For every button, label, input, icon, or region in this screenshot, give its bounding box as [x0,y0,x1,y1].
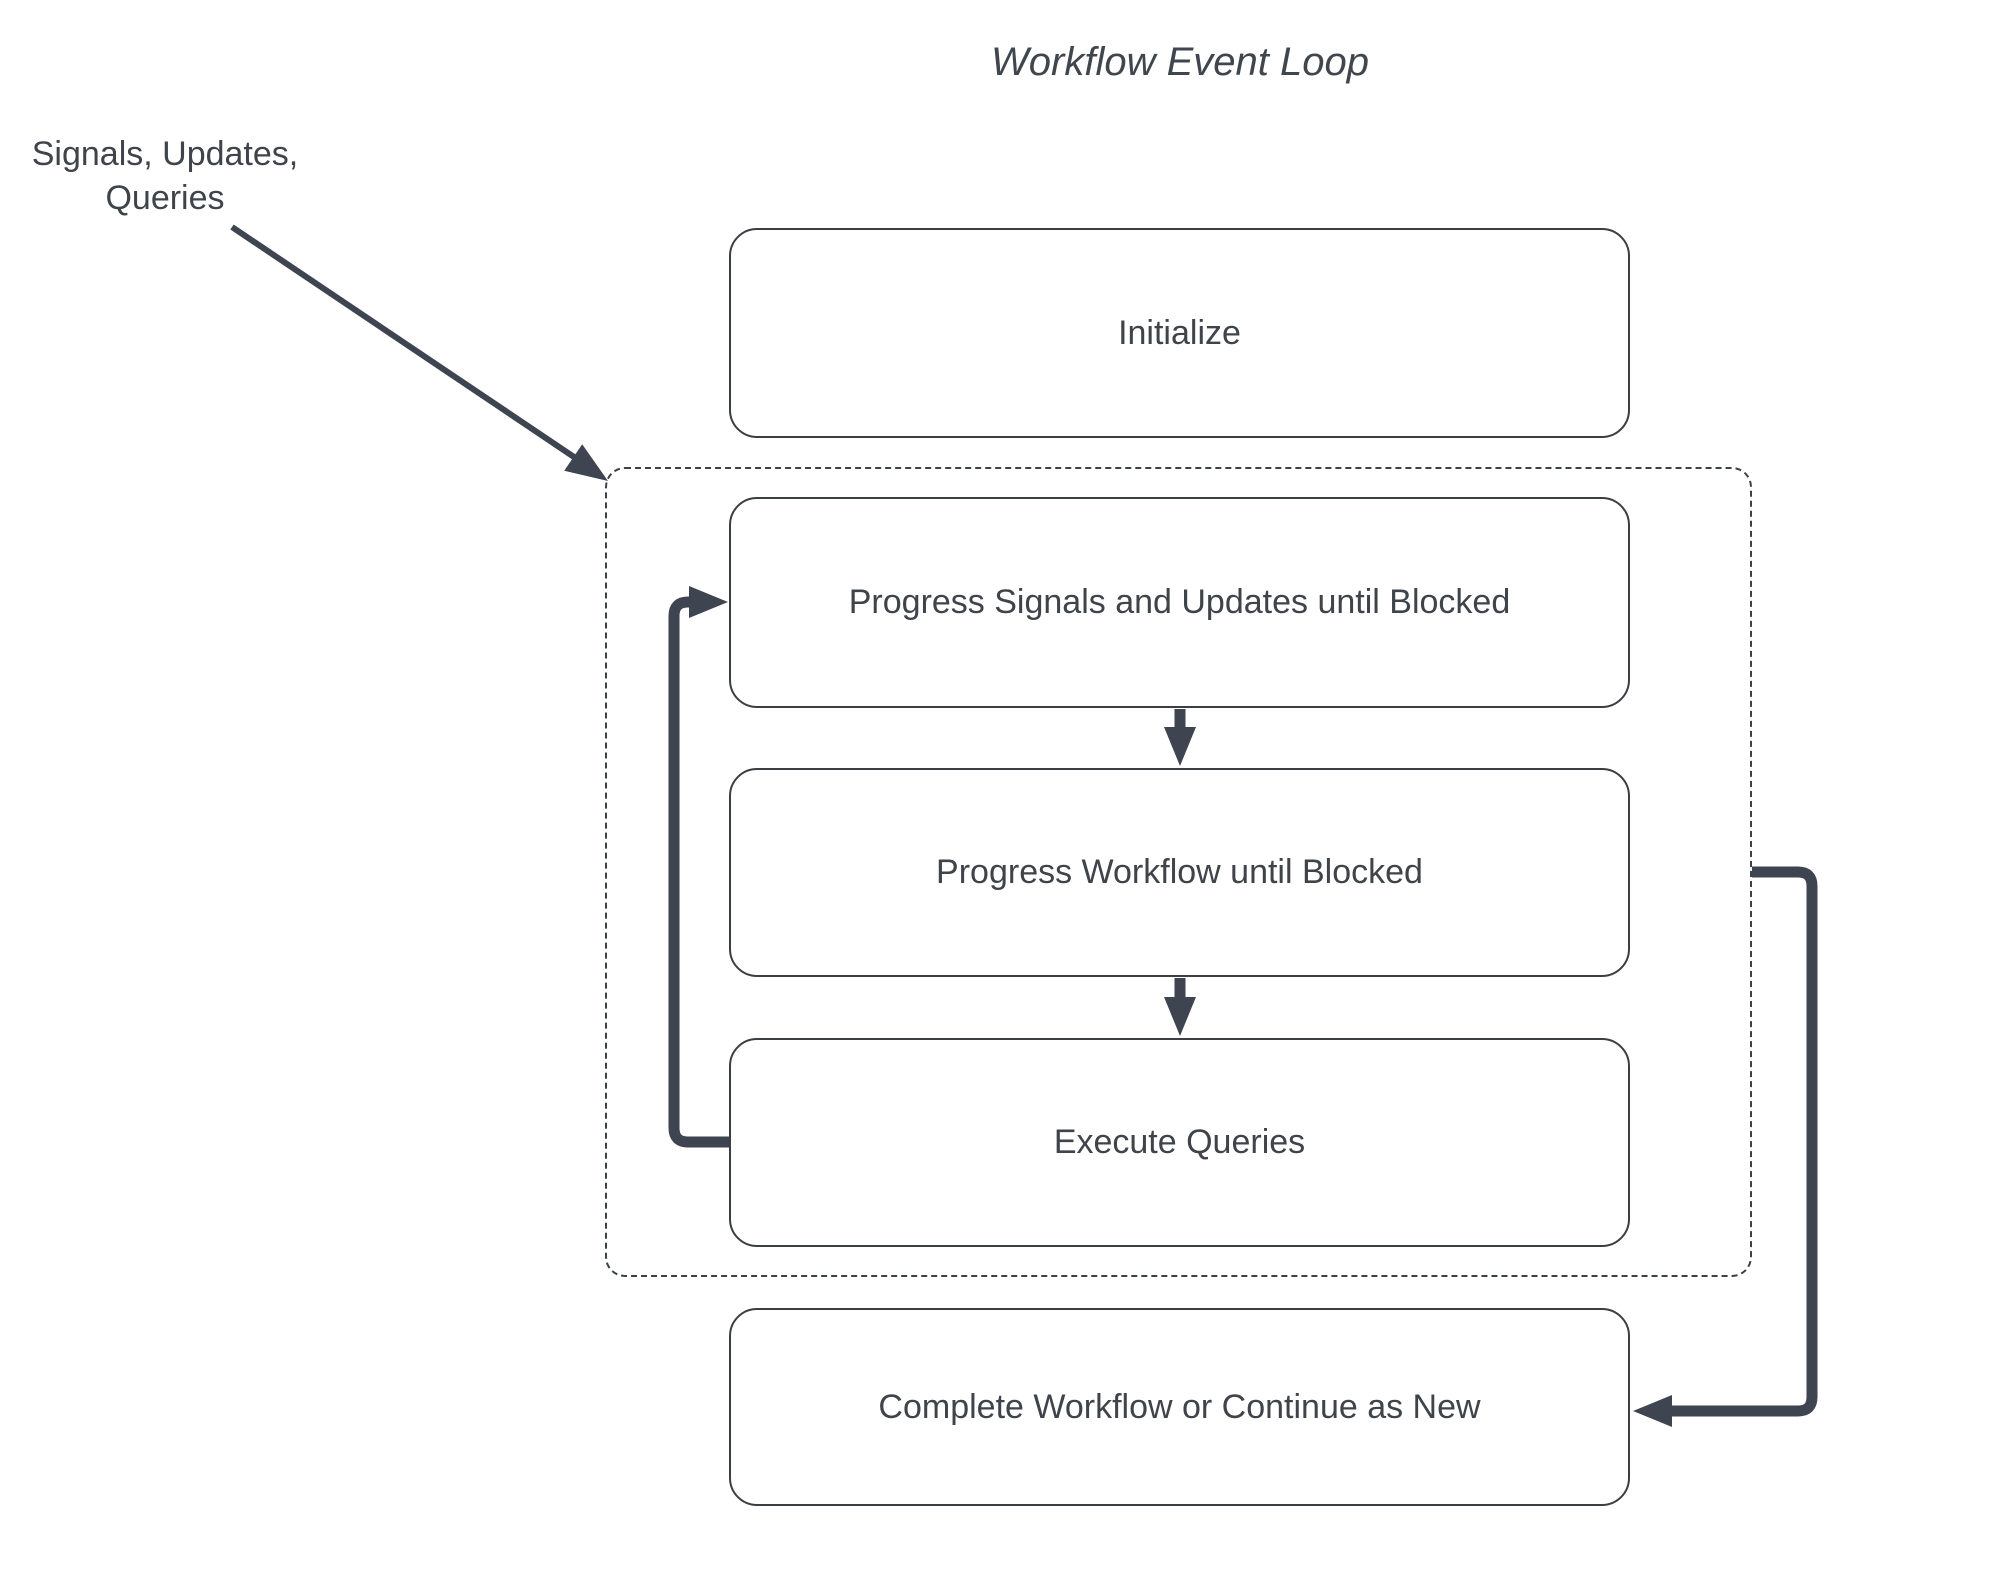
signals-input-arrow-icon [230,224,608,481]
node-execute-queries: Execute Queries [729,1038,1630,1247]
node-progress-signals-and-updates: Progress Signals and Updates until Block… [729,497,1630,708]
page-title: Workflow Event Loop [991,40,1369,84]
signals-updates-queries-label: Signals, Updates, Queries [31,135,299,217]
node-complete-workflow: Complete Workflow or Continue as New [729,1308,1630,1506]
node-initialize: Initialize [729,228,1630,438]
node-progress-workflow: Progress Workflow until Blocked [729,768,1630,977]
